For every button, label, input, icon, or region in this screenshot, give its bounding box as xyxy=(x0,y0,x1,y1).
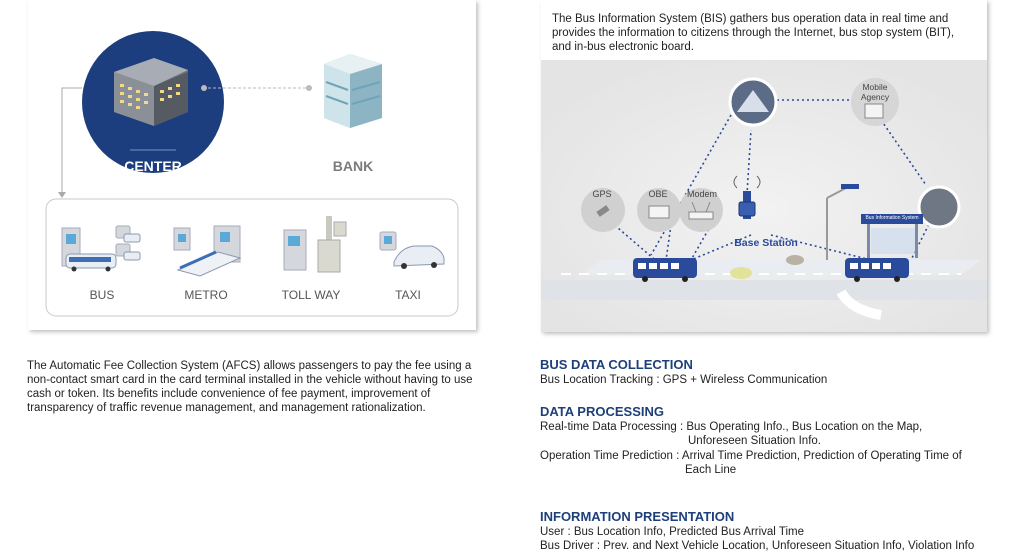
mode-label-taxi: TAXI xyxy=(395,288,421,302)
bus-shelter-icon xyxy=(861,214,923,258)
section-line: Unforeseen Situation Info. xyxy=(688,435,821,447)
mode-label-metro: METRO xyxy=(184,288,228,302)
section-title-data-processing: DATA PROCESSING xyxy=(540,404,664,419)
center-label: CENTER xyxy=(124,158,182,174)
bus-stop-photo-icon xyxy=(917,185,961,229)
section-title-bus-data-collection: BUS DATA COLLECTION xyxy=(540,357,693,372)
bis-diagram-graphic xyxy=(541,60,987,332)
modem-label: Modem xyxy=(686,189,717,199)
bus-icon-left xyxy=(633,258,697,282)
mode-label-toll-way: TOLL WAY xyxy=(281,288,341,302)
afcs-description: The Automatic Fee Collection System (AFC… xyxy=(27,360,473,414)
car-icon xyxy=(730,267,752,279)
afcs-diagram-graphic xyxy=(45,31,459,317)
base-station-label: Base Station xyxy=(734,237,798,249)
transport-modes-box xyxy=(45,198,459,317)
bus-stop-sign-label: Bus Information System xyxy=(865,215,919,221)
gps-label: GPS xyxy=(592,189,612,199)
bus-icon-right xyxy=(845,258,909,282)
obe-label: OBE xyxy=(648,189,668,199)
mobile-agency-icon xyxy=(851,78,899,126)
section-line: Bus Driver : Prev. and Next Vehicle Loca… xyxy=(540,540,975,552)
bis-diagram-panel: The Bus Information System (BIS) gathers… xyxy=(541,0,987,332)
toll-way-icon xyxy=(283,216,347,273)
section-line: Each Line xyxy=(685,464,737,476)
center-down-arrow xyxy=(61,87,82,196)
taxi-icon xyxy=(379,231,445,269)
car-icon-2 xyxy=(786,255,804,265)
section-line: Bus Location Tracking : GPS + Wireless C… xyxy=(540,374,828,386)
section-line: User : Bus Location Info, Predicted Bus … xyxy=(540,526,804,538)
bank-building-icon xyxy=(324,54,382,128)
bis-intro: The Bus Information System (BIS) gathers… xyxy=(552,13,955,53)
mobile-agency-label: Mobile Agency xyxy=(860,82,890,102)
modem-device-icon xyxy=(679,188,723,232)
section-line: Operation Time Prediction : Arrival Time… xyxy=(540,450,962,462)
mode-label-bus: BUS xyxy=(89,288,115,302)
section-title-information-presentation: INFORMATION PRESENTATION xyxy=(540,509,735,524)
center-building-icon xyxy=(114,58,188,126)
afcs-diagram-panel: CENTER BANK BUS METRO TOLL WAY TAXI xyxy=(28,0,476,330)
bank-label: BANK xyxy=(332,158,374,174)
bus-icon xyxy=(61,225,141,272)
metro-icon xyxy=(173,225,242,277)
section-line: Real-time Data Processing : Bus Operatin… xyxy=(540,421,923,433)
base-station-icon xyxy=(733,175,761,219)
